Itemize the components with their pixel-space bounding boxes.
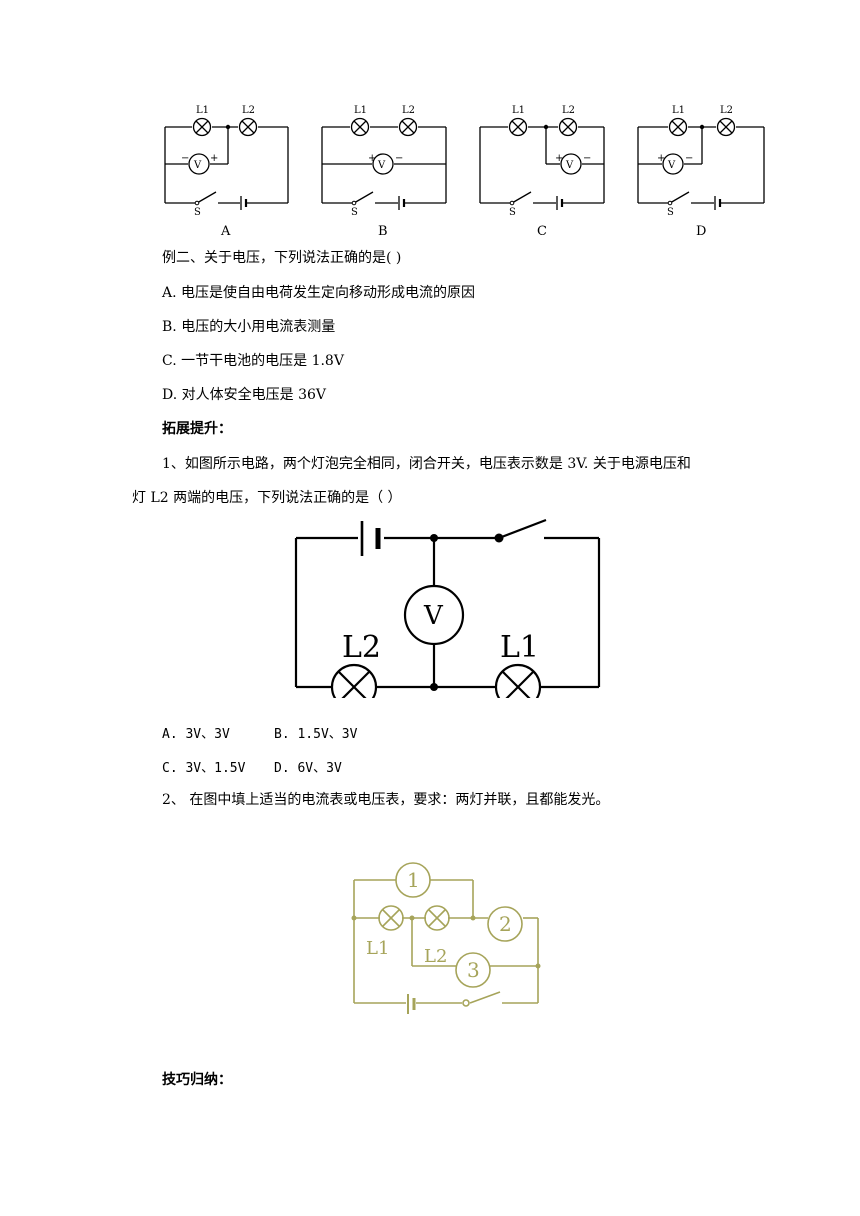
meter-1-icon — [395, 862, 431, 898]
lamp-icon — [494, 663, 542, 698]
lamp-label-l2: L2 — [342, 630, 381, 665]
q1-circuit-figure: V L2 L1 — [294, 518, 601, 698]
polarity-minus: − — [181, 153, 189, 164]
extension-heading: 拓展提升： — [162, 421, 232, 437]
circuit-label-c: C — [537, 224, 547, 239]
q2-circuit-figure: 1 2 3 L1 L2 — [351, 862, 541, 1014]
circuit-a — [164, 126, 289, 204]
example2-option-a: A. 电压是使自由电荷发生定向移动形成电流的原因 — [162, 285, 476, 301]
circuit-label-b: B — [378, 224, 388, 239]
circuit-label-d: D — [696, 224, 706, 239]
meter-3-icon — [455, 952, 491, 988]
battery-icon — [360, 521, 381, 556]
voltmeter-icon — [188, 153, 684, 175]
meter-2-label: 2 — [499, 912, 512, 936]
polarity-plus: + — [368, 153, 376, 164]
lamp-label-l1: L1 — [366, 938, 389, 959]
battery-icon — [240, 196, 722, 210]
polarity-plus: + — [210, 153, 218, 164]
lamp-label: L1 — [354, 105, 367, 116]
switch-label: S — [351, 207, 358, 218]
polarity-plus: + — [555, 153, 563, 164]
lamp-icon — [192, 117, 736, 137]
circuit-c — [479, 126, 605, 204]
tips-heading: 技巧归纳： — [162, 1072, 232, 1088]
meter-label: V — [565, 160, 574, 171]
example2-option-d: D. 对人体安全电压是 36V — [162, 387, 327, 403]
lamp-label: L2 — [562, 105, 575, 116]
meter-2-icon — [487, 906, 523, 942]
switch-label: S — [509, 207, 516, 218]
q1-line2: 灯 L2 两端的电压，下列说法正确的是（ ） — [132, 490, 402, 506]
meter-label: V — [377, 160, 386, 171]
example2-option-b: B. 电压的大小用电流表测量 — [162, 319, 336, 335]
q1-option-d: D. 6V、3V — [274, 761, 342, 776]
switch-label: S — [194, 207, 201, 218]
meter-label: V — [193, 160, 202, 171]
q1-option-b: B. 1.5V、3V — [274, 727, 358, 742]
top-circuit-diagrams: L1 L2 L1 L2 L1 L2 L1 L2 V V V V − + + − … — [164, 105, 765, 239]
polarity-minus: − — [395, 153, 403, 164]
meter-3-label: 3 — [467, 958, 480, 982]
battery-icon — [407, 994, 416, 1014]
voltmeter-icon — [403, 584, 465, 646]
example2-question: 例二、关于电压，下列说法正确的是( ) — [162, 250, 402, 266]
voltmeter-label: V — [423, 601, 444, 631]
lamp-label: L2 — [242, 105, 255, 116]
q1-option-c: C. 3V、1.5V — [162, 761, 246, 776]
lamp-icon — [330, 663, 378, 698]
q1-line1: 1、如图所示电路，两个灯泡完全相同，闭合开关，电压表示数是 3V. 关于电源电压… — [162, 456, 691, 472]
q1-option-a: A. 3V、3V — [162, 727, 230, 742]
example2-option-c: C. 一节干电池的电压是 1.8V — [162, 353, 344, 369]
polarity-minus: − — [685, 153, 693, 164]
meter-label: V — [667, 160, 676, 171]
circuit-b — [321, 126, 447, 204]
lamp-label: L1 — [512, 105, 525, 116]
polarity-plus: + — [657, 153, 665, 164]
polarity-minus: − — [583, 153, 591, 164]
lamp-label: L2 — [402, 105, 415, 116]
circuit-label-a: A — [220, 224, 231, 239]
lamp-icon — [378, 905, 404, 931]
lamp-label: L1 — [196, 105, 209, 116]
switch-label: S — [667, 207, 674, 218]
lamp-label-l1: L1 — [500, 630, 539, 665]
circuit-d — [637, 126, 765, 204]
q2-text: 2、 在图中填上适当的电流表或电压表，要求：两灯并联，且都能发光。 — [162, 792, 610, 808]
lamp-icon — [424, 905, 450, 931]
lamp-label-l2: L2 — [424, 946, 447, 967]
meter-1-label: 1 — [407, 868, 420, 892]
lamp-label: L1 — [672, 105, 685, 116]
lamp-label: L2 — [720, 105, 733, 116]
